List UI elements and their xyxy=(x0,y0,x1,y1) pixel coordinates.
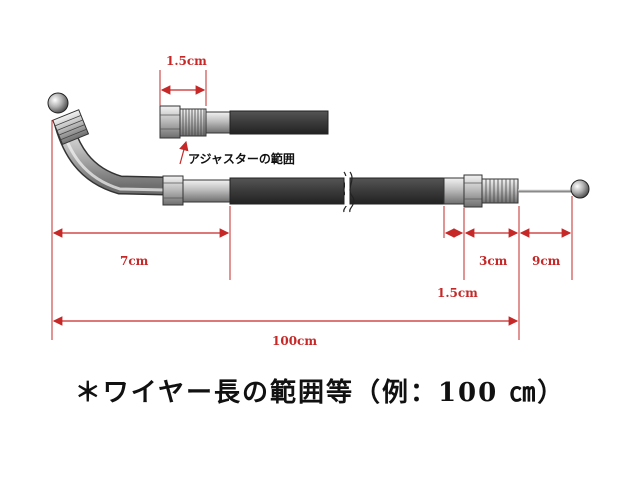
dimension-lines xyxy=(51,120,573,340)
dimension-9cm-label: 9cm xyxy=(532,254,561,268)
detail-dimension-label: 1.5cm xyxy=(166,54,207,68)
dimension-1-5cm-label: 1.5cm xyxy=(437,286,478,300)
detail-dimension-1-5cm xyxy=(159,70,207,106)
dimension-7cm-label: 7cm xyxy=(120,254,149,268)
main-cable xyxy=(47,92,590,213)
ball-end-right xyxy=(570,179,590,199)
page-title: ＊ワイヤー長の範囲等（例：100 ㎝） xyxy=(74,378,566,408)
adjuster-detail xyxy=(159,105,329,139)
callout-arrow xyxy=(179,140,189,165)
dimension-3cm-label: 3cm xyxy=(479,254,508,268)
adjuster-range-label: アジャスターの範囲 xyxy=(188,152,295,166)
ball-end-left xyxy=(47,92,69,114)
dimension-100cm-label: 100cm xyxy=(272,334,318,348)
